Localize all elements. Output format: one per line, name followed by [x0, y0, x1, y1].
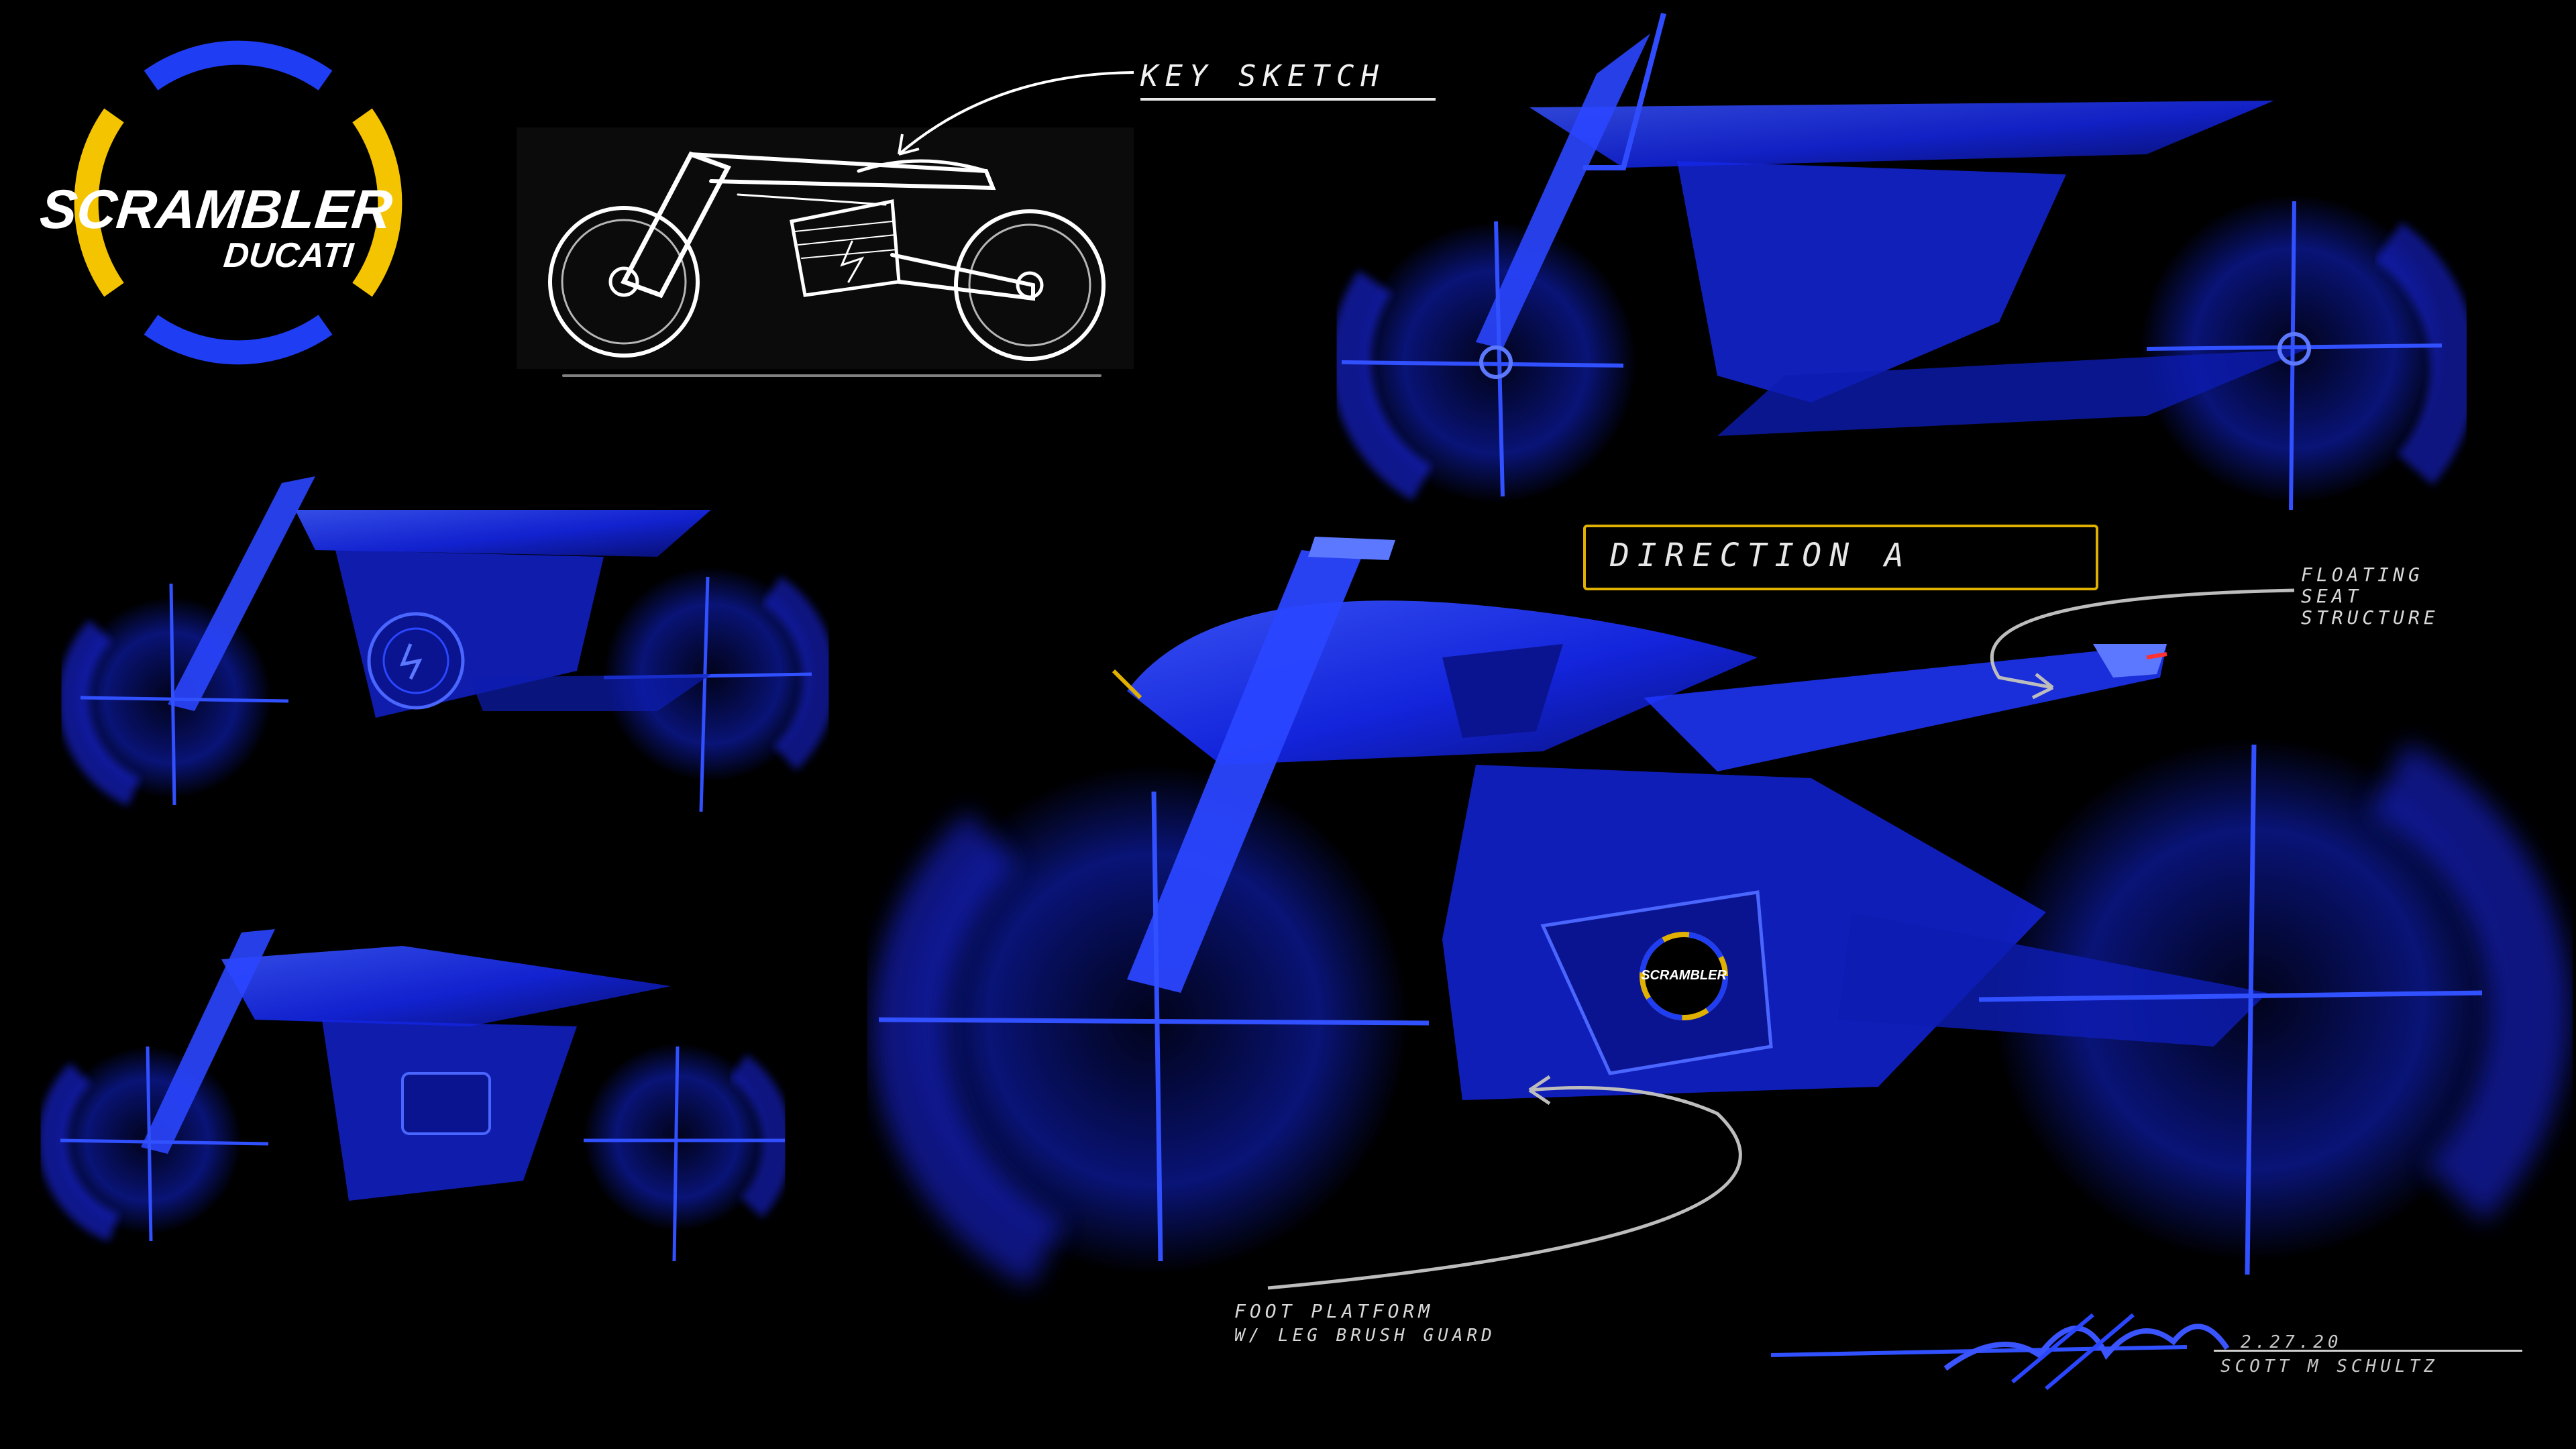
logo-line2: DUCATI	[222, 236, 356, 275]
floating-seat-arrow	[1990, 588, 2295, 690]
floating-seat-label-line2: SEAT	[2301, 585, 2363, 607]
sketch-date: 2.27.20	[2241, 1332, 2343, 1352]
sketch-top-right	[1331, 12, 2477, 511]
signature-underline	[2214, 1350, 2522, 1352]
key-sketch-underline	[1140, 98, 1436, 101]
logo-ring-blue-top	[144, 40, 333, 91]
key-sketch-drawing	[517, 127, 1134, 377]
logo-ring-yellow-right	[352, 108, 402, 297]
sketch-mid-left	[58, 476, 836, 812]
key-sketch-arrow	[898, 71, 1134, 156]
floating-seat-label-line1: FLOATING	[2301, 564, 2424, 586]
foot-platform-label-line2: W/ LEG BRUSH GUARD	[1234, 1326, 1496, 1346]
author-name: SCOTT M SCHULTZ	[2220, 1356, 2438, 1377]
direction-frame	[1583, 525, 2098, 590]
floating-seat-label-line3: STRUCTURE	[2301, 606, 2439, 629]
logo-line1: SCRAMBLER	[37, 179, 394, 240]
artist-signature	[1770, 1313, 2230, 1391]
sketch-bottom-left	[38, 929, 792, 1262]
direction-label: DIRECTION A	[1610, 537, 1912, 574]
key-sketch-label: KEY SKETCH	[1140, 59, 1385, 93]
foot-platform-arrow	[1267, 1086, 1742, 1290]
logo-ring-yellow-left	[74, 108, 124, 297]
foot-platform-label-line1: FOOT PLATFORM	[1234, 1300, 1434, 1322]
brand-logo: SCRAMBLER DUCATI	[37, 40, 402, 365]
sketch-main-direction-a: SCRAMBLER	[871, 537, 2571, 1287]
badge-line1: SCRAMBLER	[1641, 968, 1727, 983]
logo-ring-blue-bottom	[144, 315, 333, 365]
